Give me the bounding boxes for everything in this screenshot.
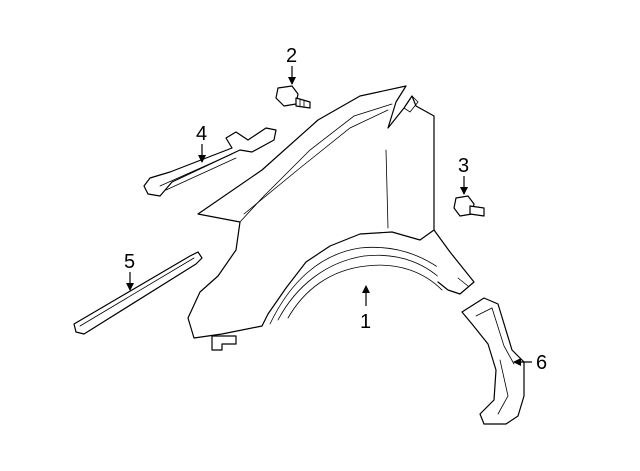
bolt-part-2	[275, 85, 311, 109]
clip-part-3	[453, 195, 485, 217]
callout-5: 5	[124, 251, 135, 273]
callout-4: 4	[196, 123, 207, 145]
fender-part	[187, 85, 475, 351]
callout-2: 2	[286, 45, 297, 67]
liner-part-6	[461, 297, 525, 425]
leader-lines	[126, 66, 532, 366]
callout-6: 6	[536, 352, 547, 374]
callout-3: 3	[458, 155, 469, 177]
callout-labels: 1 2 3 4 5 6	[124, 45, 547, 374]
callout-1: 1	[360, 311, 371, 333]
moulding-part-5	[73, 251, 203, 335]
